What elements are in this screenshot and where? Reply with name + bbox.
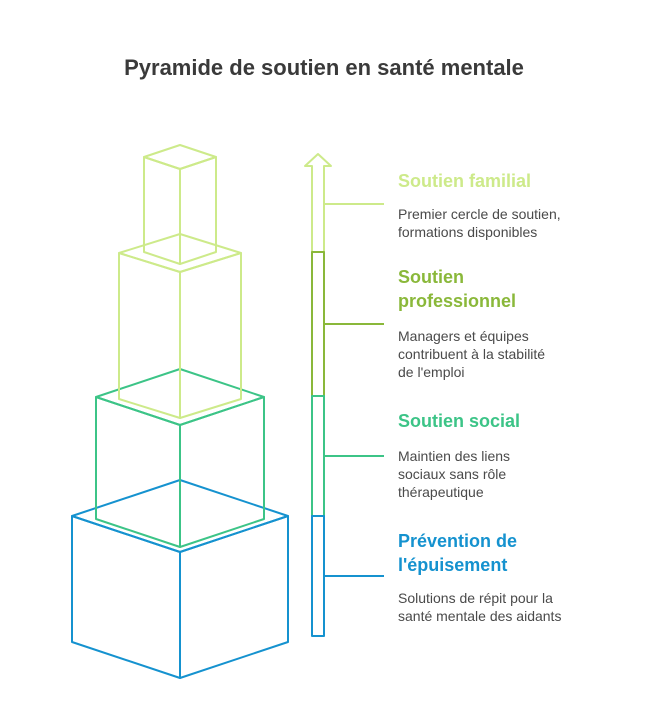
cube-soutien-familial <box>143 144 217 265</box>
level-heading: Soutien social <box>398 411 520 431</box>
level-epuisement: Prévention de l'épuisement Solutions de … <box>398 531 561 624</box>
cube-prevention-epuisement <box>71 479 289 679</box>
level-familial: Soutien familial Premier cercle de souti… <box>398 171 565 240</box>
level-description: Solutions de répit pour la santé mentale… <box>398 590 561 624</box>
cube-soutien-professionnel <box>118 233 242 419</box>
diagram-title: Pyramide de soutien en santé mentale <box>124 55 524 80</box>
level-arrow <box>304 153 332 637</box>
level-description: Premier cercle de soutien, formations di… <box>398 206 565 240</box>
level-description: Managers et équipes contribuent à la sta… <box>398 328 549 380</box>
level-social: Soutien social Maintien des liens sociau… <box>398 411 520 500</box>
level-heading: Prévention de l'épuisement <box>398 531 522 575</box>
level-heading: Soutien familial <box>398 171 531 191</box>
level-professionnel: Soutien professionnel Managers et équipe… <box>398 267 549 380</box>
level-description: Maintien des liens sociaux sans rôle thé… <box>398 448 514 500</box>
cube-soutien-social <box>95 368 265 548</box>
level-heading: Soutien professionnel <box>398 267 516 311</box>
